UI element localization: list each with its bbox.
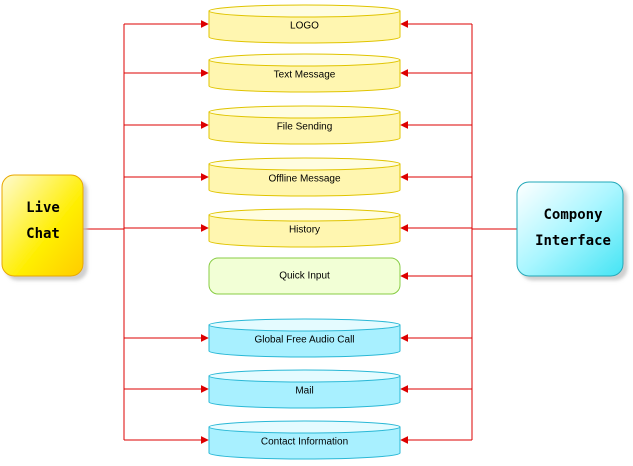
live-chat-label: Live Chat xyxy=(26,195,60,247)
feature-label-text-message: Text Message xyxy=(273,69,336,81)
feature-label-mail: Mail xyxy=(295,385,314,397)
feature-mail xyxy=(208,369,401,409)
feature-quick-input xyxy=(208,257,401,295)
feature-body-history xyxy=(208,214,401,248)
feature-contact-information xyxy=(208,420,401,460)
feature-global-free-audio-call xyxy=(208,318,401,358)
feature-label-file-sending: File Sending xyxy=(276,121,333,133)
feature-label-logo: LOGO xyxy=(290,20,319,32)
feature-history xyxy=(208,208,401,248)
feature-label-quick-input: Quick Input xyxy=(279,270,330,282)
shapes-group xyxy=(1,4,624,460)
feature-body-global-free-audio-call xyxy=(208,324,401,358)
feature-top-contact-information xyxy=(208,420,401,434)
feature-top-global-free-audio-call xyxy=(208,318,401,332)
feature-offline-message xyxy=(208,157,401,197)
company-interface-label: Compony Interface xyxy=(535,202,611,254)
feature-file-sending xyxy=(208,105,401,145)
company-interface-node xyxy=(516,181,624,277)
feature-body-logo xyxy=(208,10,401,44)
live-chat-line2: Chat xyxy=(26,226,60,242)
feature-body-text-message xyxy=(208,59,401,93)
feature-text-message xyxy=(208,53,401,93)
company-interface-line2: Interface xyxy=(535,233,611,249)
company-interface-line1: Compony xyxy=(543,207,603,223)
feature-label-contact-information: Contact Information xyxy=(260,436,349,448)
feature-logo xyxy=(208,4,401,44)
live-chat-node xyxy=(1,174,84,277)
feature-body-file-sending xyxy=(208,111,401,145)
feature-body-contact-information xyxy=(208,426,401,460)
connectors-group xyxy=(83,20,517,444)
feature-top-history xyxy=(208,208,401,222)
live-chat-line1: Live xyxy=(26,200,60,216)
feature-label-history: History xyxy=(288,224,321,236)
feature-body-mail xyxy=(208,375,401,409)
feature-top-text-message xyxy=(208,53,401,67)
feature-top-mail xyxy=(208,369,401,383)
feature-top-file-sending xyxy=(208,105,401,119)
feature-label-global-free-audio-call: Global Free Audio Call xyxy=(254,334,355,346)
feature-body-offline-message xyxy=(208,163,401,197)
feature-top-logo xyxy=(208,4,401,18)
feature-top-offline-message xyxy=(208,157,401,171)
feature-label-offline-message: Offline Message xyxy=(268,173,341,185)
